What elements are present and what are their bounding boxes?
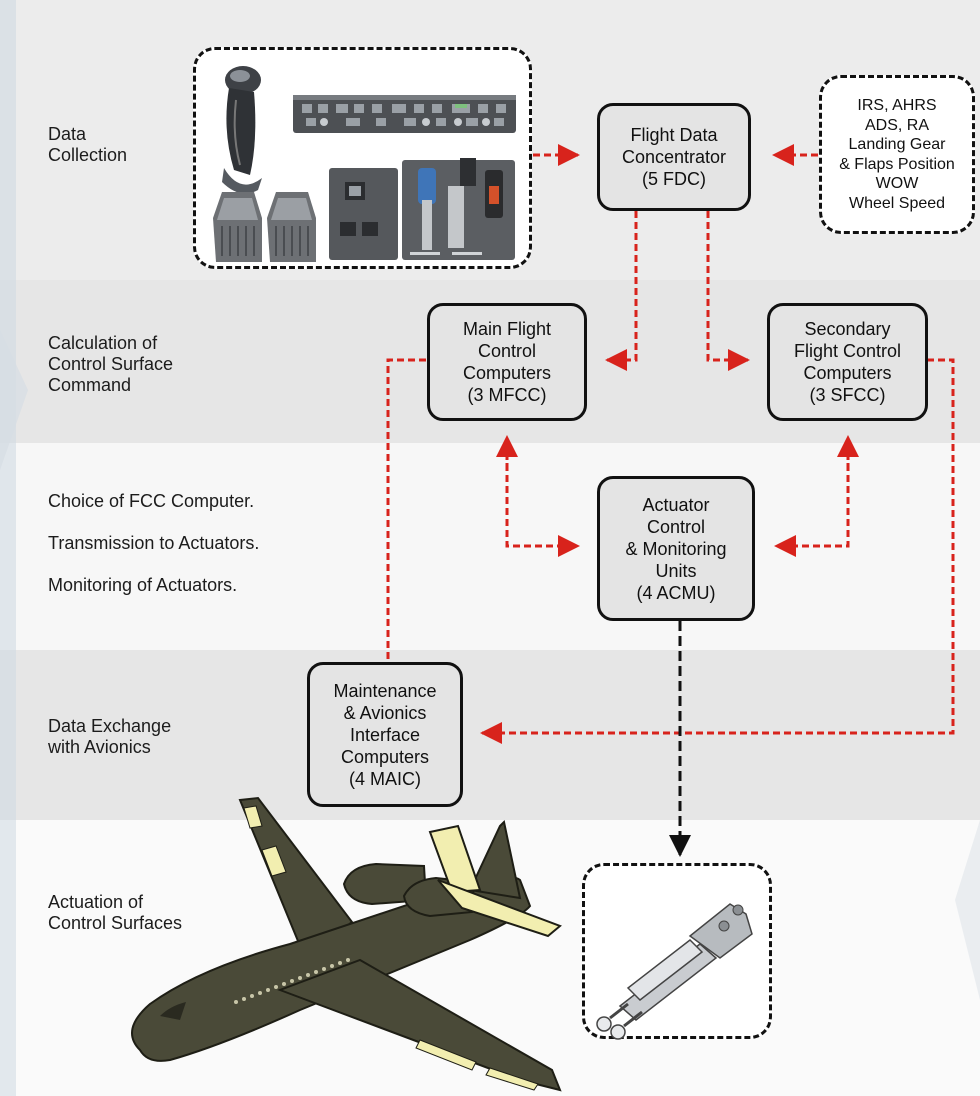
text-line: Calculation of (48, 333, 158, 353)
text-line: Concentrator (621, 147, 727, 167)
text-line: Computers (462, 363, 552, 383)
text-line: Control (646, 516, 706, 537)
label-data-exchange: Data Exchange with Avionics (48, 716, 171, 758)
text-line: Maintenance (333, 680, 437, 701)
text-line: Wheel Speed (848, 194, 946, 212)
actuator-group (582, 863, 772, 1039)
text-line: (3 SFCC) (809, 385, 886, 405)
link-sfcc-acmu (774, 442, 850, 557)
text-line: Landing Gear (848, 136, 946, 153)
box-secondary-flight-control-computers: Secondary Flight Control Computers (3 SF… (767, 303, 928, 421)
text-line: Units (655, 560, 697, 581)
text-line: & Monitoring (625, 538, 727, 559)
text-line: (3 MFCC) (467, 385, 547, 405)
text-line: & Avionics (343, 702, 427, 723)
text-line: Actuation of (48, 892, 144, 912)
label-calculation: Calculation of Control Surface Command (48, 333, 173, 396)
label-actuation: Actuation of Control Surfaces (48, 892, 182, 934)
text-line: Data Exchange (48, 716, 172, 736)
link-fdc-sfcc (706, 211, 750, 371)
text-line: Flight Control (793, 341, 902, 361)
sensor-sources-list: IRS, AHRS ADS, RA Landing Gear & Flaps P… (822, 78, 972, 231)
link-mfcc-acmu (505, 442, 580, 557)
text-line: Interface (349, 724, 421, 745)
text-line: Data (48, 124, 87, 144)
box-flight-data-concentrator: Flight Data Concentrator (5 FDC) (597, 103, 751, 211)
text-line: Monitoring of Actuators. (48, 575, 238, 595)
text-line: (4 ACMU) (636, 582, 716, 603)
box-maintenance-avionics-interface-computers: Maintenance & Avionics Interface Compute… (307, 662, 463, 807)
text-line: Control Surfaces (48, 913, 183, 933)
cockpit-panel-icon (293, 95, 516, 133)
link-sfcc-maic (480, 358, 955, 744)
sidestick-icon (222, 66, 262, 194)
text-line: Collection (48, 145, 128, 165)
text-line: & Flaps Position (839, 155, 955, 173)
text-line: with Avionics (48, 737, 151, 757)
text-line: Flight Data (630, 125, 718, 145)
text-line: (4 MAIC) (349, 768, 421, 789)
text-line: WOW (875, 175, 919, 192)
text-line: (5 FDC) (642, 169, 706, 189)
text-line: Choice of FCC Computer. (48, 491, 255, 511)
link-fdc-mfcc (605, 211, 638, 371)
label-monitoring: Choice of FCC Computer. Transmission to … (48, 491, 259, 596)
link-mfcc-maic (386, 358, 426, 660)
text-line: Main Flight (462, 319, 552, 339)
rudder-pedal-icon (213, 192, 316, 262)
box-main-flight-control-computers: Main Flight Control Computers (3 MFCC) (427, 303, 587, 421)
text-line: Command (48, 375, 132, 395)
text-line: Computers (340, 746, 430, 767)
text-line: Actuator (642, 494, 710, 515)
text-line: Control Surface (48, 354, 174, 374)
text-line: IRS, AHRS (857, 97, 937, 114)
label-data-collection: Data Collection (48, 124, 127, 166)
text-line: Computers (803, 363, 892, 383)
box-actuator-control-monitoring-units: Actuator Control & Monitoring Units (4 A… (597, 476, 755, 621)
text-line: Transmission to Actuators. (48, 533, 260, 553)
text-line: ADS, RA (864, 116, 929, 134)
throttle-quadrant-icon (329, 158, 515, 260)
sensor-sources-group (819, 75, 975, 234)
text-line: Secondary (804, 319, 891, 339)
text-line: Control (477, 341, 537, 361)
